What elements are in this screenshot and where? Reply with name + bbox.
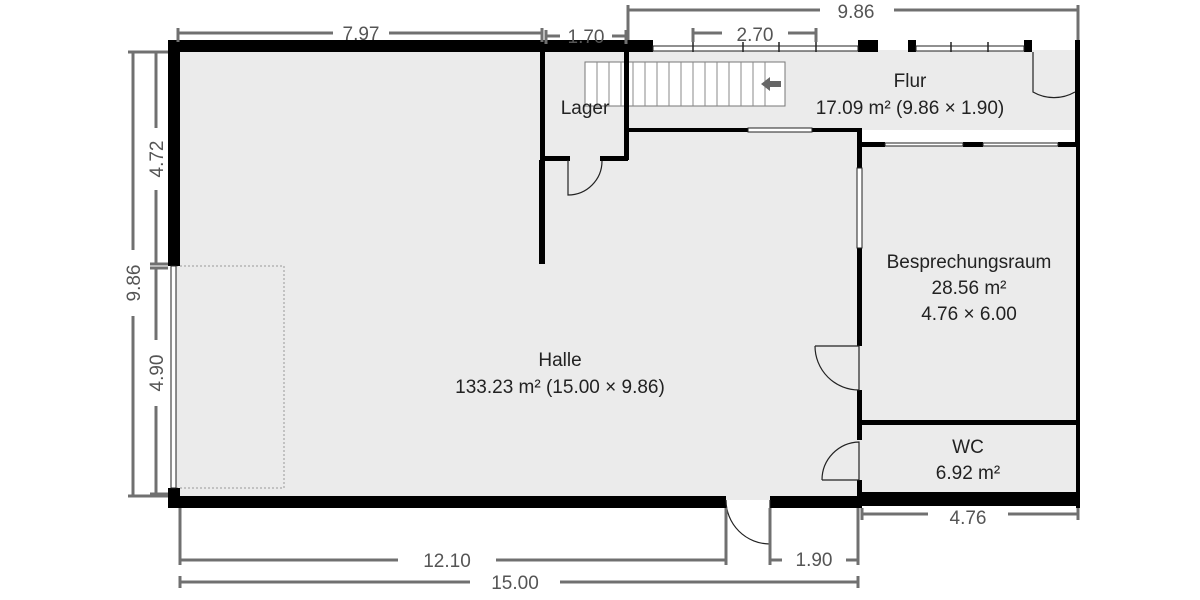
wall-besprechung-left-low [857, 390, 862, 440]
room-name-halle: Halle [538, 350, 581, 371]
door-besprechung [814, 345, 860, 391]
window-besprechung-top-1 [884, 142, 964, 147]
wall-top-pillar-3 [1024, 40, 1032, 52]
wall-lager-bottom-left [540, 156, 570, 161]
wall-right-flur [1075, 40, 1080, 146]
halle-upper-floor [174, 46, 544, 136]
dimension-lines [128, 5, 1080, 588]
stair-arrow-icon [761, 77, 781, 91]
dim-top-window: 2.70 [737, 25, 774, 46]
window-besprechung-left [856, 167, 863, 249]
door-flur-entrance [1032, 52, 1076, 99]
wall-left-upper [168, 40, 180, 266]
wall-lager-bottom-right [600, 156, 628, 161]
window-besprechung-top-2 [982, 142, 1059, 147]
wall-lager-right [624, 50, 629, 160]
besprechungsraum-floor [861, 145, 1078, 422]
dim-left-lower: 4.90 [147, 355, 168, 392]
room-area-wc: 6.92 m² [936, 463, 1000, 484]
wall-flur-halle-left [626, 128, 748, 132]
windows [170, 42, 1059, 489]
room-area-flur: 17.09 m² (9.86 × 1.90) [816, 98, 1005, 119]
wall-besprechung-top-left [857, 142, 885, 147]
door-lager [567, 160, 603, 196]
room-size-besprechungsraum: 4.76 × 6.00 [921, 304, 1017, 325]
room-name-wc: WC [952, 437, 984, 458]
wall-bottom-right-halle [770, 496, 861, 508]
wall-top-flur-left [628, 40, 653, 52]
room-name-lager: Lager [561, 98, 610, 119]
wall-besprechung-top-right [1058, 142, 1080, 147]
dim-top-middle: 1.70 [568, 27, 605, 48]
window-mullions [692, 42, 989, 52]
dim-left-overall: 9.86 [124, 265, 145, 302]
wall-top-pillar-2 [908, 40, 916, 52]
wall-top-lager [544, 40, 628, 52]
wall-besprechung-left-mid [857, 248, 862, 346]
wall-flur-halle-right [812, 128, 862, 132]
wc-floor [861, 422, 1078, 496]
room-name-besprechungsraum: Besprechungsraum [887, 252, 1052, 273]
wall-wc-top [857, 420, 1080, 425]
dim-bottom-overall: 15.00 [491, 573, 539, 594]
dim-left-upper: 4.72 [147, 141, 168, 178]
dim-bottom-right: 4.76 [950, 508, 987, 529]
room-area-besprechungsraum: 28.56 m² [932, 278, 1007, 299]
door-halle-bottom [725, 499, 771, 545]
wall-besprechung-top-mid [963, 142, 983, 147]
wall-bottom-halle [168, 496, 726, 508]
wall-halle-stub [539, 160, 545, 264]
dim-bottom-left: 12.10 [423, 551, 471, 572]
window-flur-top [652, 45, 859, 52]
dim-bottom-door: 1.90 [796, 550, 833, 571]
door-wc [821, 441, 860, 481]
floor-areas [174, 46, 1078, 500]
window-left-lower [170, 265, 177, 489]
halle-floor [174, 130, 861, 500]
dim-top-left: 7.97 [343, 24, 380, 45]
dim-top-right-overall: 9.86 [838, 2, 875, 23]
wall-lager-left [540, 50, 545, 162]
dimension-labels: 7.97 1.70 9.86 2.70 9.86 4.72 4.90 12.10… [124, 2, 986, 594]
wall-right-besprechung [1076, 144, 1080, 508]
staircase-outline [584, 61, 786, 107]
wall-wc-left-bottom [857, 480, 862, 508]
wall-bottom-wc [861, 492, 1080, 506]
room-labels: Halle 133.23 m² (15.00 × 9.86) Flur 17.0… [455, 71, 1051, 484]
walls [168, 40, 1080, 508]
room-name-flur: Flur [894, 71, 927, 92]
wall-top-pillar-1 [858, 40, 878, 52]
wall-top-halle [168, 40, 546, 52]
wall-besprechung-left-top [857, 128, 862, 168]
window-halle-flur [747, 127, 813, 133]
room-area-halle: 133.23 m² (15.00 × 9.86) [455, 377, 665, 398]
window-flur-top-right [915, 45, 1025, 52]
staircase [584, 61, 786, 107]
